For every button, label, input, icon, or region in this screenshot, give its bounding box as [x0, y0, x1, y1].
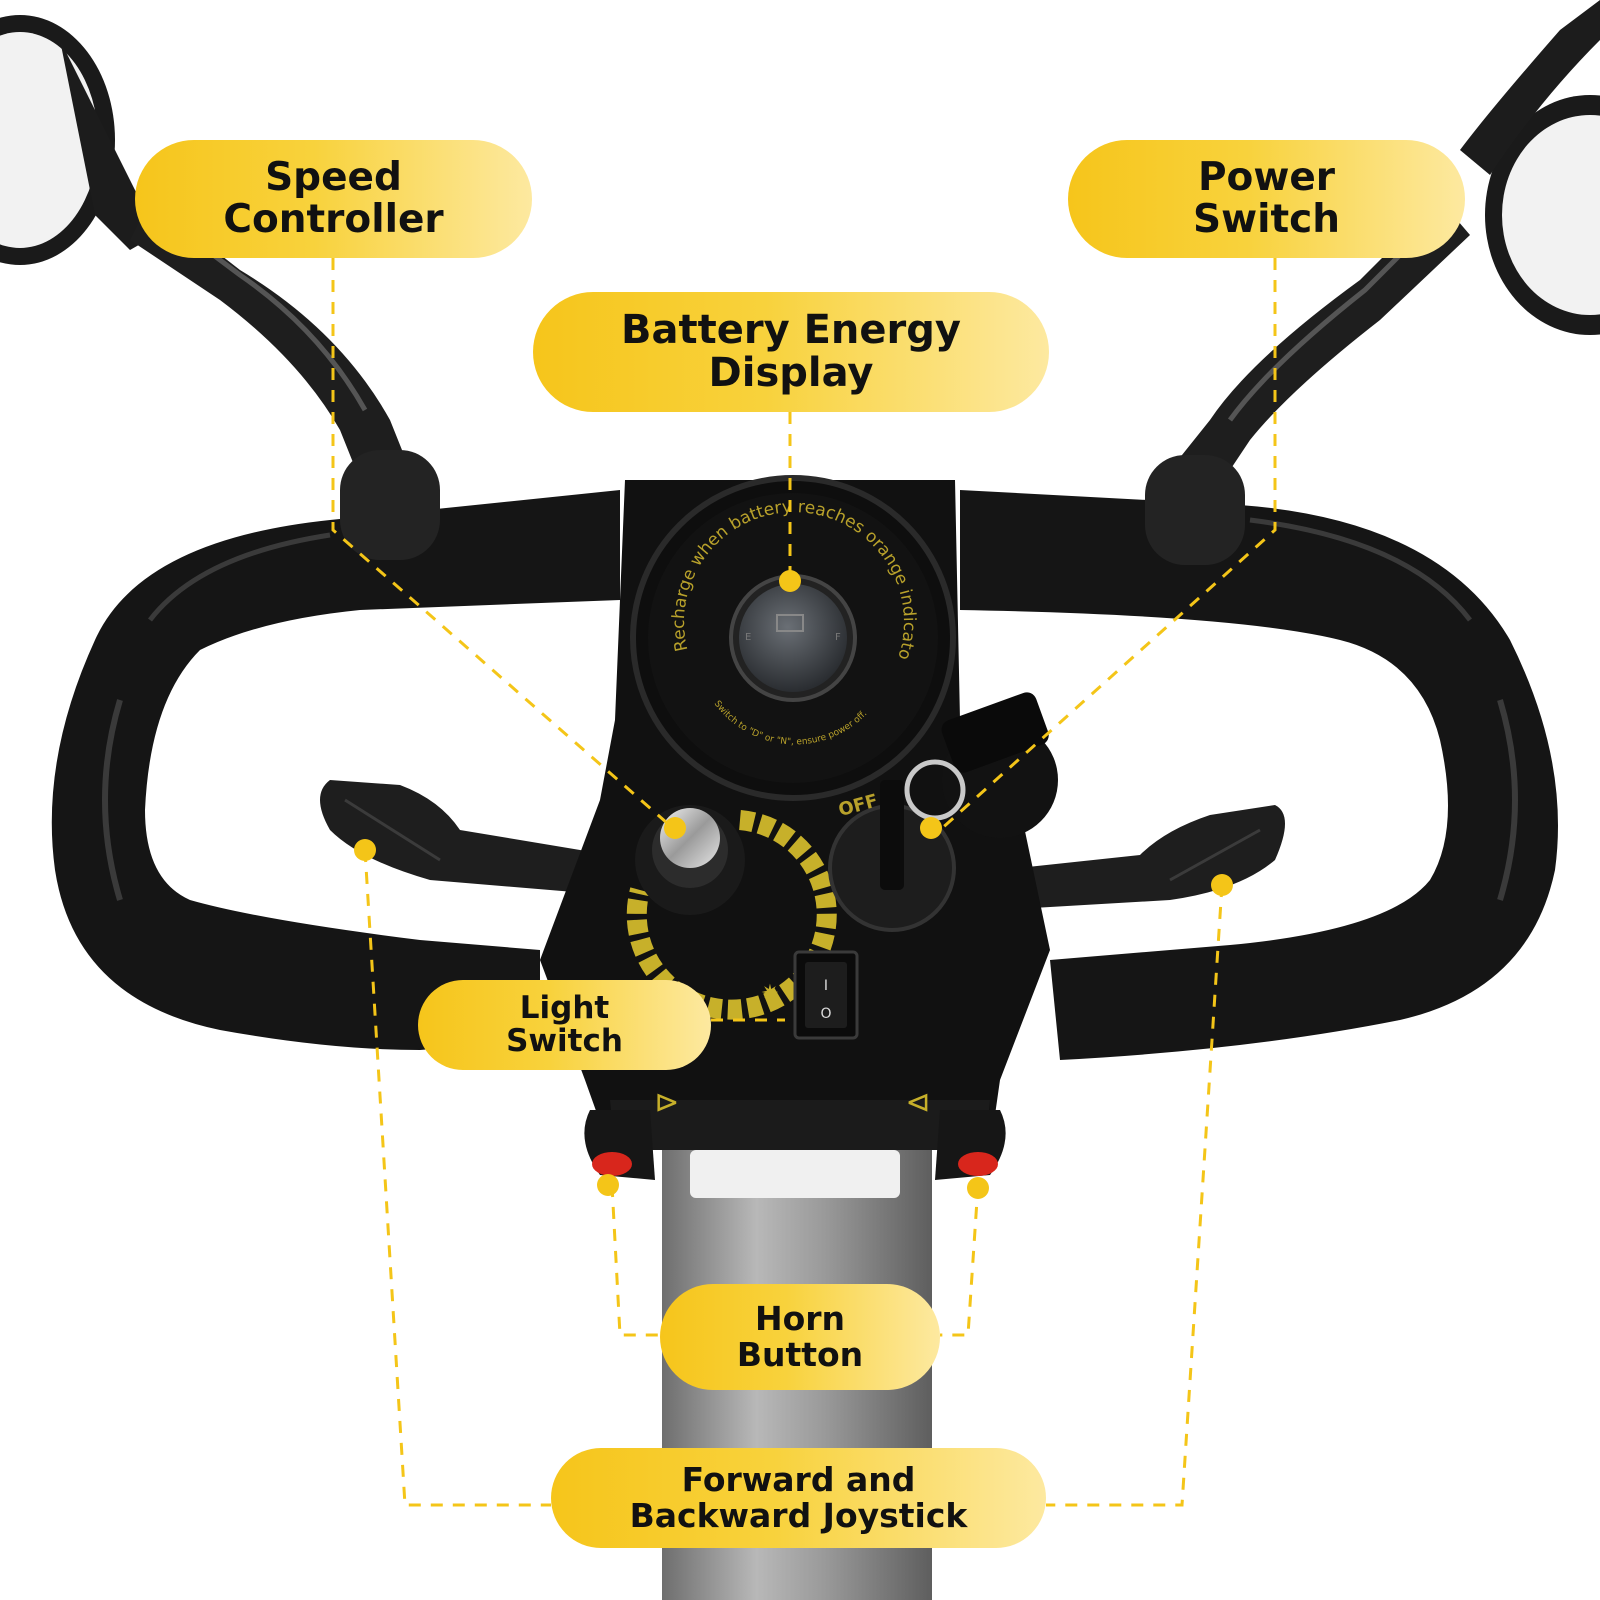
light-icon: ✷: [761, 981, 779, 1006]
svg-text:F: F: [835, 632, 841, 643]
leader-speed: [331, 258, 676, 832]
callout-power-switch-text: Power Switch: [1192, 154, 1340, 242]
callout-battery-display-text: Battery Energy Display: [621, 306, 961, 396]
callout-joystick: Forward and Backward Joystick: [551, 1448, 1046, 1548]
rocker-on-mark: I: [824, 978, 828, 994]
leader-horn-left: [610, 1184, 660, 1337]
callout-horn-button-text: Horn Button: [736, 1299, 864, 1374]
leader-joystick-right: [1046, 884, 1224, 1507]
right-collar: [1145, 455, 1245, 565]
handlebar: [51, 490, 621, 1050]
handlebar-right: [960, 490, 1558, 1060]
leader-power: [938, 258, 1277, 832]
callout-light-switch-text: Light Switch: [506, 989, 623, 1059]
light-rocker-switch[interactable]: I O ✷: [761, 950, 859, 1040]
callout-horn-button: Horn Button: [660, 1284, 940, 1390]
callout-speed-controller-text: Speed Controller: [223, 154, 444, 242]
left-collar: [340, 450, 440, 560]
svg-text:E: E: [745, 632, 751, 643]
power-key-switch[interactable]: OFF: [828, 690, 1058, 932]
right-joystick-lever: [1000, 805, 1285, 910]
horn-icon-right: ⊲: [905, 1085, 930, 1120]
post-slot: [690, 1150, 900, 1198]
callout-battery-display: Battery Energy Display: [533, 292, 1049, 412]
callout-light-switch: Light Switch: [418, 980, 711, 1070]
horn-icon-left: ⊳: [654, 1085, 679, 1120]
horn-button-left[interactable]: [584, 1110, 655, 1180]
callout-power-switch: Power Switch: [1068, 140, 1465, 258]
right-mirror: [1170, 0, 1600, 485]
leader-dots: [354, 570, 1233, 1199]
leader-horn-right: [940, 1184, 980, 1337]
rocker-off-mark: O: [820, 1006, 831, 1022]
callout-joystick-text: Forward and Backward Joystick: [629, 1460, 968, 1535]
callout-speed-controller: Speed Controller: [135, 140, 532, 258]
horn-button-right[interactable]: [935, 1110, 1006, 1180]
leader-lines: [331, 258, 1277, 1507]
leader-joystick-left: [363, 849, 551, 1507]
left-joystick-lever: [320, 780, 610, 895]
